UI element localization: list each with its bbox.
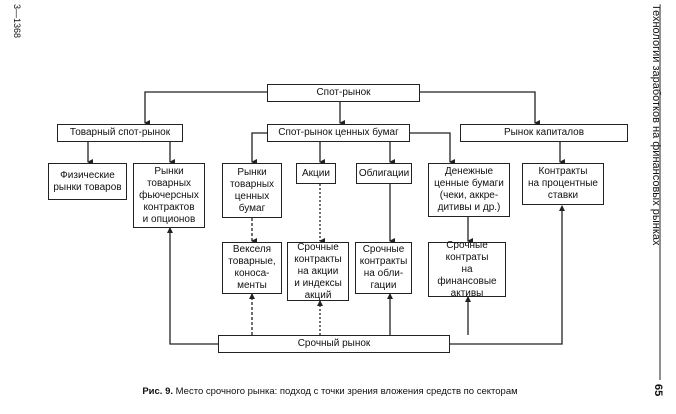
commodity-securities-box: Рынки товарных ценных бумаг [222,163,282,218]
bonds-box: Облигации [356,163,412,184]
page-number: 65 [652,384,664,397]
capital-market-box: Рынок капиталов [460,124,628,142]
spot-market-box: Спот-рынок [267,84,420,102]
financial-futures-box: Срочные контраты на финансовые активы [428,240,506,299]
arrow-spot-to-commodity [144,91,267,126]
interest-contracts-box: Контракты на процентные ставки [522,163,604,205]
caption-text: Место срочного рынка: подход с точки зре… [173,386,518,397]
bond-futures-box: Срочные контракты на обли- гации [355,242,412,294]
stock-futures-box: Срочные контракты на акции и индексы акц… [287,242,349,301]
stocks-box: Акции [296,163,336,184]
figure-caption: Рис. 9. Место срочного рынка: подход с т… [100,386,560,397]
bills-box: Векселя товарные, коноса- менты [222,242,282,294]
derivatives-market-box: Срочный рынок [218,335,450,353]
physical-goods-box: Физические рынки товаров [48,163,127,200]
running-header: Технологии заработков на финансовых рынк… [650,4,662,246]
money-securities-box: Денежные ценные бумаги (чеки, аккре- дит… [428,163,510,217]
caption-label: Рис. 9. [142,386,173,397]
commodity-futures-box: Рынки товарных фьючерсных контрактов и о… [133,163,205,228]
commodity-spot-box: Товарный спот-рынок [57,124,183,142]
arrow-spot-to-capital [420,91,540,126]
margin-code: 3—1368 [12,4,22,39]
securities-spot-box: Спот-рынок ценных бумаг [267,124,410,142]
